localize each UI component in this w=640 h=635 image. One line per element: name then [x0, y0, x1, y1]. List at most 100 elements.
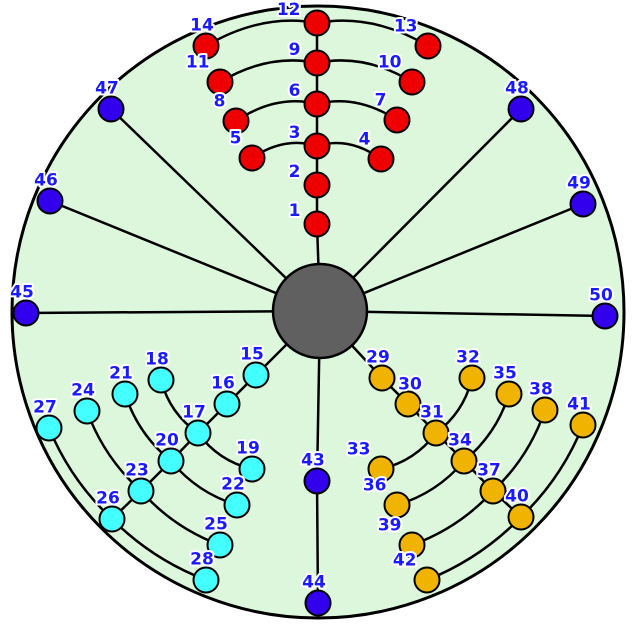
node-34	[450, 447, 478, 475]
node-11	[206, 68, 234, 96]
node-label-49: 49	[567, 174, 591, 194]
node-label-16: 16	[211, 374, 235, 394]
node-label-36: 36	[363, 476, 387, 496]
node-label-37: 37	[477, 461, 501, 481]
node-46	[36, 187, 64, 215]
node-8	[222, 107, 250, 135]
node-label-13: 13	[394, 17, 418, 37]
node-label-50: 50	[589, 286, 613, 306]
node-38	[531, 396, 559, 424]
node-28	[192, 566, 220, 594]
node-12	[303, 9, 331, 37]
node-2	[303, 171, 331, 199]
node-label-45: 45	[10, 283, 34, 303]
node-30	[394, 390, 422, 418]
node-31	[422, 419, 450, 447]
node-label-22: 22	[221, 475, 245, 495]
node-35	[495, 380, 523, 408]
node-label-32: 32	[456, 348, 480, 368]
node-17	[184, 419, 212, 447]
node-label-9: 9	[289, 40, 301, 60]
node-label-18: 18	[145, 350, 169, 370]
node-label-17: 17	[182, 403, 206, 423]
node-label-35: 35	[493, 364, 517, 384]
node-label-29: 29	[366, 348, 390, 368]
node-10	[398, 68, 426, 96]
node-label-8: 8	[214, 92, 226, 112]
node-13	[414, 32, 442, 60]
node-label-6: 6	[289, 81, 301, 101]
node-label-23: 23	[125, 461, 149, 481]
node-37	[479, 477, 507, 505]
node-14	[192, 32, 220, 60]
node-label-40: 40	[505, 487, 529, 507]
node-label-14: 14	[190, 16, 214, 36]
node-40	[507, 503, 535, 531]
node-label-5: 5	[230, 129, 242, 149]
node-label-33: 33	[347, 440, 371, 460]
node-42	[413, 566, 441, 594]
node-label-24: 24	[71, 381, 95, 401]
node-29	[368, 364, 396, 392]
node-label-1: 1	[289, 201, 301, 221]
edge-hub-45	[25, 309, 321, 315]
node-label-26: 26	[96, 489, 120, 509]
node-6	[303, 90, 331, 118]
node-18	[147, 366, 175, 394]
node-label-10: 10	[378, 53, 402, 73]
node-label-3: 3	[289, 123, 301, 143]
node-22	[223, 491, 251, 519]
node-16	[213, 390, 241, 418]
node-label-46: 46	[34, 171, 58, 191]
node-32	[458, 364, 486, 392]
node-label-25: 25	[204, 515, 228, 535]
node-label-11: 11	[186, 53, 210, 73]
node-24	[73, 397, 101, 425]
node-21	[111, 380, 139, 408]
node-43	[303, 467, 331, 495]
node-5	[238, 144, 266, 172]
node-label-20: 20	[155, 431, 179, 451]
node-label-42: 42	[393, 551, 417, 571]
node-47	[97, 95, 125, 123]
node-label-19: 19	[236, 439, 260, 459]
node-label-2: 2	[289, 162, 301, 182]
node-19	[238, 455, 266, 483]
node-label-15: 15	[240, 345, 264, 365]
node-20	[157, 447, 185, 475]
node-label-43: 43	[301, 451, 325, 471]
node-label-31: 31	[420, 403, 444, 423]
edge-43-44	[315, 480, 320, 604]
node-label-7: 7	[375, 91, 387, 111]
node-48	[507, 95, 535, 123]
node-label-21: 21	[109, 364, 133, 384]
node-label-48: 48	[505, 79, 529, 99]
node-label-38: 38	[529, 380, 553, 400]
node-label-12: 12	[277, 0, 301, 20]
node-41	[569, 411, 597, 439]
node-label-47: 47	[95, 79, 119, 99]
node-9	[303, 49, 331, 77]
node-3	[303, 132, 331, 160]
node-23	[127, 477, 155, 505]
node-label-4: 4	[359, 130, 371, 150]
node-39	[398, 531, 426, 559]
node-44	[304, 589, 332, 617]
edge-hub-47	[110, 108, 321, 312]
node-label-28: 28	[190, 550, 214, 570]
node-26	[98, 505, 126, 533]
node-label-44: 44	[302, 573, 326, 593]
node-label-30: 30	[398, 375, 422, 395]
nodes-layer	[12, 9, 619, 617]
node-25	[206, 531, 234, 559]
edge-hub-46	[49, 199, 321, 313]
node-27	[35, 414, 63, 442]
node-45	[12, 299, 40, 327]
node-label-39: 39	[378, 516, 402, 536]
node-4	[367, 145, 395, 173]
node-50	[591, 302, 619, 330]
node-15	[242, 361, 270, 389]
node-49	[569, 190, 597, 218]
central-hub	[271, 262, 369, 360]
